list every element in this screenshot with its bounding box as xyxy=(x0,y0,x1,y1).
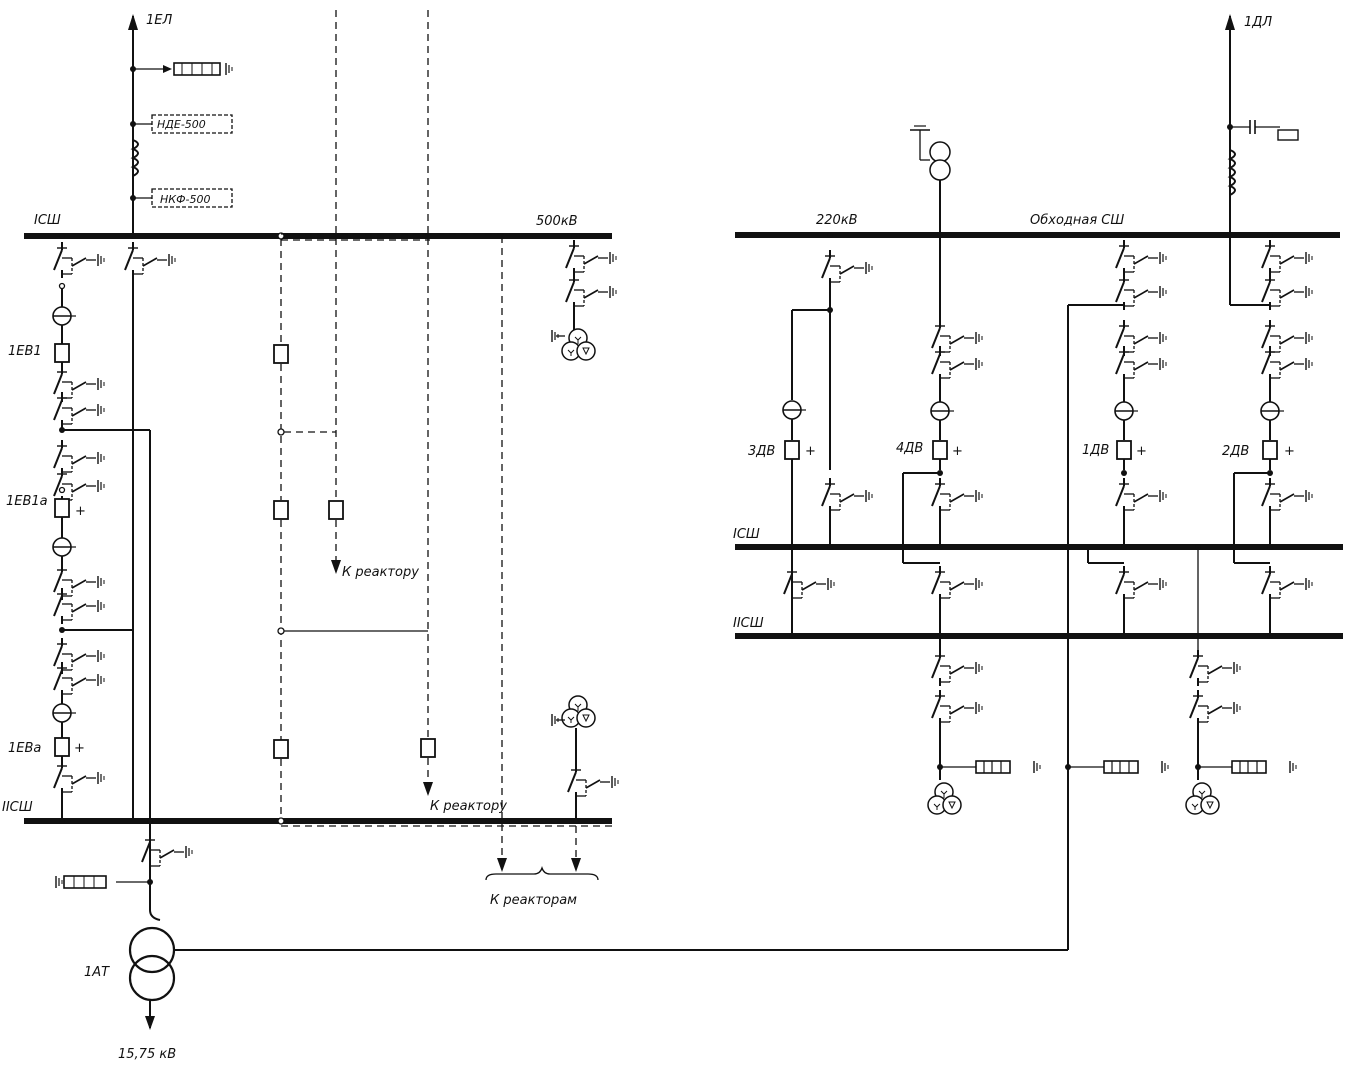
label-15kv: 15,75 кВ xyxy=(118,1047,176,1062)
label-bus1-220: IСШ xyxy=(733,527,760,542)
label-to-reactor-1: К реактору xyxy=(342,565,419,580)
label-bypass-bus: Обходная СШ xyxy=(1030,213,1124,228)
switchyard-500kv: + + xyxy=(24,10,1068,1030)
label-nkf: НКФ-500 xyxy=(160,193,211,206)
label-bus1-500: IСШ xyxy=(34,213,61,228)
diagram-labels: 1ЕЛ НДЕ-500 НКФ-500 IСШ 500кВ 1ЕВ1 1ЕВ1а… xyxy=(2,13,1272,1062)
label-1at: 1АТ xyxy=(84,965,110,980)
label-bus2-220: IIСШ xyxy=(733,616,764,631)
label-2dv: 2ДВ xyxy=(1222,444,1249,459)
label-1ev1: 1ЕВ1 xyxy=(8,344,42,359)
svg-text:+: + xyxy=(75,504,86,519)
svg-text:+: + xyxy=(805,444,816,459)
label-to-reactors: К реакторам xyxy=(490,893,577,908)
label-line-1dl: 1ДЛ xyxy=(1244,15,1272,30)
label-nde: НДЕ-500 xyxy=(157,118,206,131)
svg-text:+: + xyxy=(952,444,963,459)
label-500kv: 500кВ xyxy=(536,214,578,229)
label-3dv: 3ДВ xyxy=(748,444,775,459)
label-1eva: 1ЕВа xyxy=(8,741,41,756)
label-4dv: 4ДВ xyxy=(896,441,923,456)
switchyard-220kv: + + xyxy=(735,14,1343,950)
svg-text:+: + xyxy=(1136,444,1147,459)
label-line-1el: 1ЕЛ xyxy=(146,13,172,28)
svg-text:+: + xyxy=(74,741,85,756)
label-1ev1a: 1ЕВ1а xyxy=(6,494,48,509)
label-to-reactor-2: К реактору xyxy=(430,799,507,814)
label-1dv: 1ДВ xyxy=(1082,443,1109,458)
label-bus2-500: IIСШ xyxy=(2,800,33,815)
svg-text:+: + xyxy=(1284,444,1295,459)
label-220kv: 220кВ xyxy=(816,213,858,228)
